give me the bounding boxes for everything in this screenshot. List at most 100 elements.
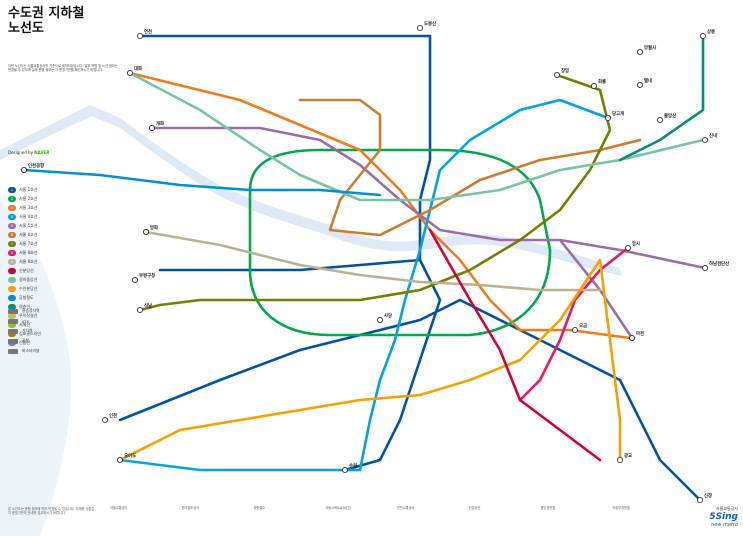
symbol-icon [8, 318, 18, 324]
terminal-station-marker [416, 24, 424, 32]
symbol-row: 기차역 [8, 326, 68, 336]
terminal-station-marker [701, 264, 709, 272]
terminal-station-label: 방화 [150, 224, 158, 231]
legend-label: 서울 7호선 [19, 240, 38, 246]
legend-row: 신분당선 [8, 266, 68, 275]
terminal-station-label: 망월사 [644, 44, 657, 51]
logo-caption: 서울교통공사 [715, 506, 738, 511]
terminal-station-marker [341, 466, 349, 474]
terminal-station-label: 신내 [709, 132, 717, 139]
operator-legend-item: 용인경전철 [540, 506, 556, 510]
legend-color-chip [8, 321, 16, 328]
legend-row: 김포골드라인 [8, 329, 68, 338]
legend-color-chip: 2 [8, 195, 16, 202]
legend-row: 서해선 [8, 320, 68, 329]
legend-label: 서울 6호선 [19, 231, 38, 237]
terminal-station-label: 광교 [624, 452, 632, 459]
legend-label: 김포골드라인 [19, 330, 42, 336]
terminal-station-marker [571, 326, 579, 334]
map-title: 수도권 지하철 노선도 [8, 6, 84, 36]
line-gyeongchun [618, 34, 705, 162]
line-6 [298, 98, 642, 237]
legend-color-chip: 9 [8, 258, 16, 265]
terminal-station-label: 오이도 [124, 452, 136, 459]
legend-label: 경의중앙선 [19, 276, 38, 282]
terminal-station-marker [696, 496, 704, 504]
legend-row: 우이신설선 [8, 311, 68, 320]
legend-label: 수인분당선 [19, 285, 38, 291]
symbol-label: 환승정차역 [22, 308, 40, 313]
terminal-station-label: 당고개 [612, 110, 624, 117]
terminal-station-marker [590, 82, 598, 90]
legend-color-chip: 4 [8, 213, 16, 220]
terminal-station-label: 석남 [144, 302, 152, 309]
legend-color-chip: 1 [8, 186, 16, 193]
symbol-row: 버스터미널 [8, 346, 68, 356]
terminal-station-label: 사당 [384, 312, 392, 319]
terminal-station-marker [636, 81, 644, 89]
symbol-icon [8, 328, 18, 334]
terminal-station-label: 상봉 [707, 28, 715, 35]
symbol-row: 공항 [8, 336, 68, 346]
terminal-station-marker [136, 306, 144, 314]
symbol-icon [8, 348, 18, 354]
terminal-station-marker [628, 334, 636, 342]
terminal-station-label: 연천 [144, 28, 152, 35]
intro-text: 이번 노선도는 서울교통공사를 기준으로 제작되었습니다. 일부 역명 및 노선… [8, 64, 118, 73]
symbol-row: 환승정차역 [8, 306, 68, 316]
legend-row: 경의중앙선 [8, 275, 68, 284]
terminal-station-label: 하남검단산 [709, 260, 729, 267]
designed-by-brand: NAVER [34, 150, 50, 155]
operator-legend-item: 의정부경전철 [612, 506, 630, 510]
designed-by-prefix: Designed by [8, 150, 33, 155]
terminal-station-label: 수원 [349, 462, 357, 469]
legend-label: 서울 9호선 [19, 258, 38, 264]
symbol-row: KTX [8, 316, 68, 326]
terminal-station-marker [20, 166, 28, 174]
symbol-icon [8, 308, 18, 314]
symbol-label: KTX [22, 318, 30, 324]
terminal-station-label: 불암산 [664, 112, 676, 119]
terminal-station-label: 오금 [579, 322, 587, 329]
seoul-metro-logo: 서울교통공사 5Sing new metro [686, 506, 738, 528]
legend-color-chip [8, 285, 16, 292]
symbol-label: 버스터미널 [22, 348, 40, 353]
terminal-station-label: 신창 [704, 492, 712, 499]
operator-legend-item: 신분당선 [468, 506, 481, 510]
legend-row: 수인분당선 [8, 284, 68, 293]
han-river [0, 105, 622, 276]
terminal-station-marker [553, 71, 561, 79]
terminal-station-marker [699, 32, 707, 40]
line-arex [22, 168, 382, 197]
designed-by: Designed by NAVER [8, 150, 49, 155]
legend-color-chip: 7 [8, 240, 16, 247]
legend-label: 서울 4호선 [19, 213, 38, 219]
legend-label: 신림선 [19, 339, 31, 345]
logo-subtitle: new metro [711, 522, 738, 528]
symbol-label: 기차역 [22, 328, 33, 333]
line-1 [118, 34, 702, 502]
legend-label: 서울 5호선 [19, 222, 38, 228]
title-line-2: 노선도 [8, 21, 44, 36]
legend-color-chip [8, 303, 16, 310]
legend-color-chip [8, 312, 16, 319]
title-line-1: 수도권 지하철 [8, 6, 85, 21]
operator-legend-item: 한국철도공사 [181, 506, 200, 510]
legend-label: 경춘선 [19, 303, 31, 309]
legend-color-chip [8, 267, 16, 274]
legend-color-chip: 8 [8, 249, 16, 256]
terminal-station-label: 인천공항 [28, 162, 44, 169]
legend-color-chip: 3 [8, 204, 16, 211]
legend-color-chip [8, 330, 16, 337]
line-shinbundang [428, 228, 602, 462]
